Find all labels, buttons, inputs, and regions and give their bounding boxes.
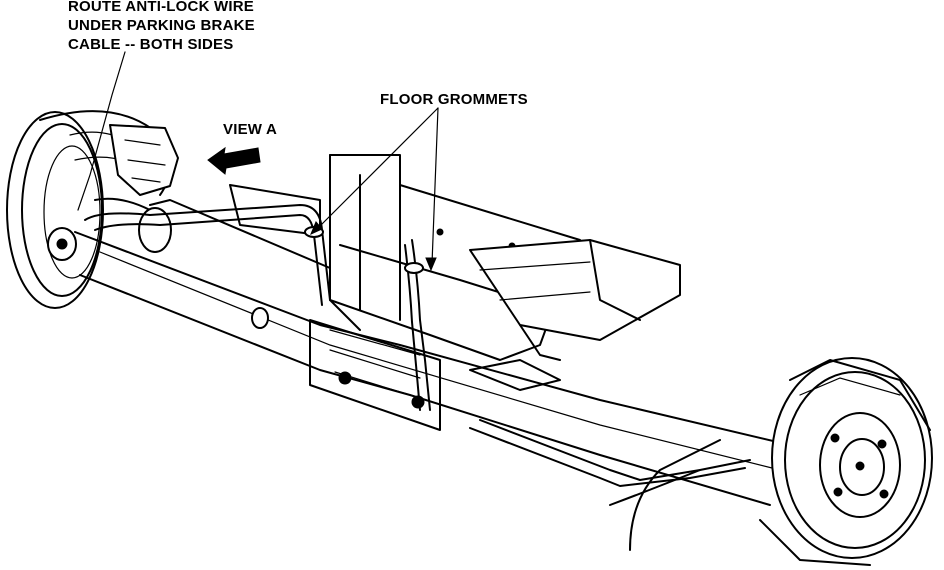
route-callout-line-3: CABLE -- BOTH SIDES	[68, 36, 234, 53]
floor-pan-bracket	[229, 184, 681, 391]
view-a-callout: VIEW A	[223, 121, 277, 138]
route-callout-line-2: UNDER PARKING BRAKE	[68, 17, 255, 34]
left-brake-hardware	[94, 124, 179, 211]
floor-grommets-callout: FLOOR GROMMETS	[380, 91, 528, 108]
view-a-arrow	[207, 146, 261, 175]
route-callout-line-1: ROUTE ANTI-LOCK WIRE	[68, 0, 254, 15]
right-brake-rotor	[759, 357, 933, 566]
floor-grommet-right	[404, 262, 424, 274]
route-antilock-wire-callout: ROUTE ANTI-LOCK WIRE UNDER PARKING BRAKE…	[68, 0, 255, 54]
callout-leaders	[77, 51, 439, 272]
left-brake-drum	[6, 110, 172, 309]
